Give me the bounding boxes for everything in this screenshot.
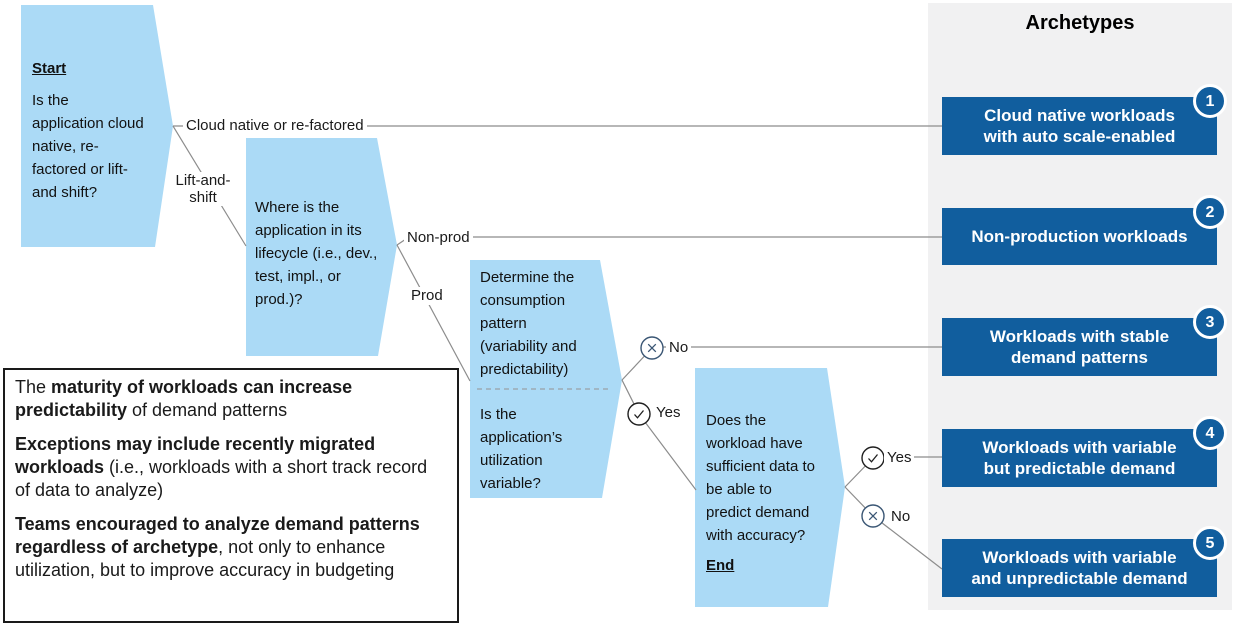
note-text: of demand patterns [127, 400, 288, 420]
archetype-card-5: Workloads with variable and unpredictabl… [942, 526, 1227, 597]
consumption-node-top-text: Determine the consumption pattern (varia… [480, 266, 590, 381]
edge-label-yes: Yes [653, 404, 684, 422]
note-text-bold: maturity of workloads can increase predi… [15, 377, 353, 420]
edge-label-yes: Yes [884, 449, 915, 467]
end-label: End [706, 557, 735, 574]
edge-label-cloud-native: Cloud native or re-factored [183, 117, 367, 135]
edge-label-no: No [666, 339, 692, 357]
edge-label-non-prod: Non-prod [404, 229, 473, 247]
connector-consumption-yes [638, 413, 697, 491]
consumption-statement: Determine the consumption pattern (varia… [480, 269, 577, 378]
decision-icons [627, 336, 885, 528]
edge-label-prod: Prod [408, 287, 446, 305]
archetype-label: Workloads with stable [989, 327, 1170, 346]
note-paragraph: Teams encouraged to analyze demand patte… [15, 513, 447, 582]
sufficient-data-question: Does the workload have sufficient data t… [706, 412, 815, 544]
utilization-question: Is the application’s utilization variabl… [480, 406, 563, 492]
consumption-node-shape [470, 260, 622, 498]
start-node-text: Start Is the application cloud native, r… [32, 57, 144, 204]
check-circle-icon [627, 402, 651, 426]
check-mark-icon [634, 410, 645, 419]
note-text: (i.e., workloads with a short track reco… [15, 457, 428, 500]
note-text-bold: Teams encouraged to analyze demand patte… [15, 514, 420, 557]
note-text: The [15, 377, 52, 397]
archetypes-title: Archetypes [1025, 12, 1135, 34]
check-mark-icon [868, 454, 879, 463]
archetype-card-4: Workloads with variable but predictable … [942, 416, 1227, 487]
archetype-label: and unpredictable demand [971, 569, 1188, 588]
start-node-shape [21, 5, 173, 247]
lifecycle-node-shape [246, 138, 397, 356]
archetype-label: with auto scale-enabled [983, 127, 1176, 146]
sufficient-data-node-shape [695, 368, 845, 607]
archetype-number-badge: 4 [1193, 416, 1227, 450]
archetype-card-2: Non-production workloads 2 [942, 195, 1227, 265]
note-paragraph: The maturity of workloads can increase p… [15, 376, 447, 422]
check-circle-icon [861, 446, 885, 470]
lifecycle-node-text: Where is the application in its lifecycl… [255, 196, 380, 311]
notes-box: The maturity of workloads can increase p… [3, 368, 459, 623]
edge-label-lift-and-shift: Lift-and-shift [171, 172, 235, 206]
consumption-node-bottom-text: Is the application’s utilization variabl… [480, 403, 592, 495]
archetype-label: but predictable demand [983, 459, 1176, 478]
cross-mark-icon [647, 343, 657, 353]
archetype-number-badge: 3 [1193, 305, 1227, 339]
connector-non-prod [396, 236, 942, 246]
cross-mark-icon [868, 511, 878, 521]
archetype-card-1: Cloud native workloads with auto scale-e… [942, 84, 1227, 155]
archetype-label: Workloads with variable [982, 548, 1177, 567]
archetype-label: demand patterns [1011, 348, 1148, 367]
edge-label-no: No [888, 508, 914, 526]
lifecycle-question: Where is the application in its lifecycl… [255, 199, 378, 308]
start-question: Is the application cloud native, re-fact… [32, 92, 144, 201]
archetype-number-badge: 2 [1193, 195, 1227, 229]
connector-prod [396, 244, 471, 382]
archetype-label: Cloud native workloads [984, 106, 1175, 125]
archetype-label: Workloads with variable [982, 438, 1177, 457]
connector-data-no [872, 515, 943, 570]
start-label: Start [32, 60, 67, 77]
archetype-label: Non-production workloads [971, 227, 1188, 246]
sufficient-data-node-text: Does the workload have sufficient data t… [706, 409, 818, 577]
note-text-bold: Exceptions may include recently migrated… [15, 434, 376, 477]
note-paragraph: Exceptions may include recently migrated… [15, 433, 447, 502]
archetype-number-badge: 1 [1193, 84, 1227, 118]
archetype-card-3: Workloads with stable demand patterns 3 [942, 305, 1227, 376]
note-text: , not only to enhance utilization, but t… [15, 537, 395, 580]
archetype-number-badge: 5 [1193, 526, 1227, 560]
